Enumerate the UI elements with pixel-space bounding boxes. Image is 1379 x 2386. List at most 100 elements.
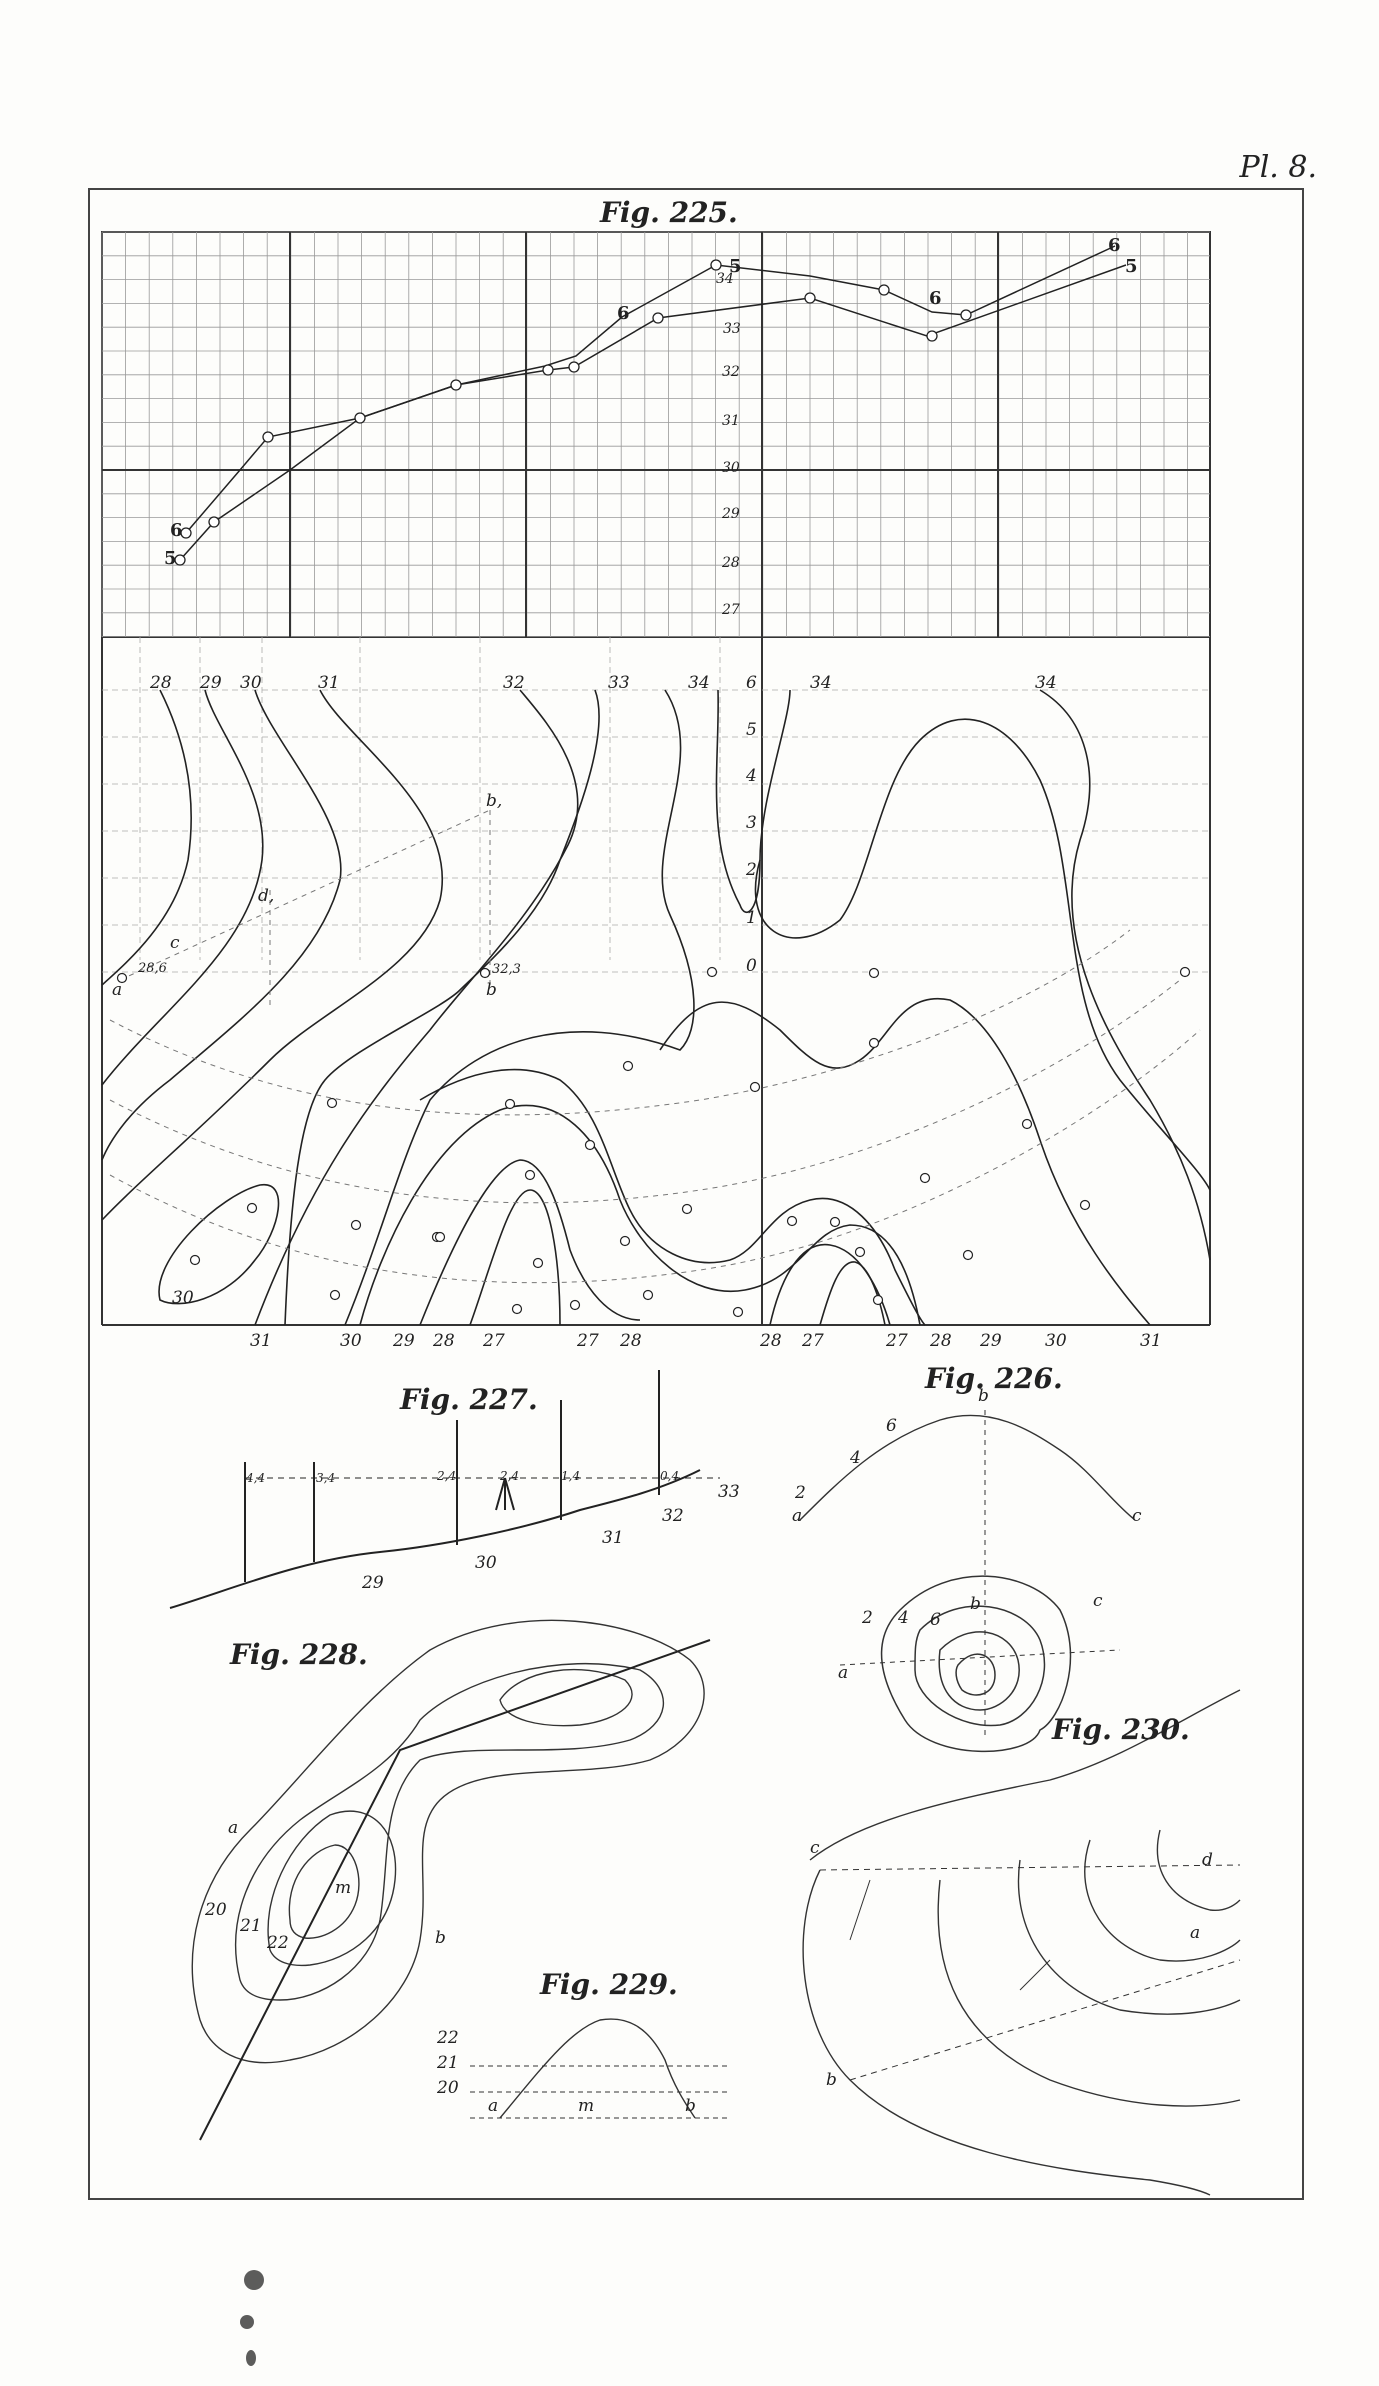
fig225-value-a: 28,6	[138, 961, 167, 976]
fig225-contour-lines	[101, 689, 1211, 1326]
fig225-title: Fig. 225.	[600, 196, 738, 229]
profile-scale-label: 27	[722, 602, 740, 618]
contour-label: 28	[760, 1331, 782, 1351]
contour-label: 28	[620, 1331, 642, 1351]
fig230-label-d: d	[1202, 1850, 1213, 1870]
fig226-plan-2: 2	[862, 1608, 873, 1628]
pole-value: 0,4	[660, 1469, 680, 1483]
fig229-section	[470, 2018, 730, 2119]
fig226-profile-6: 6	[886, 1416, 897, 1436]
contour-label: 30	[1045, 1331, 1067, 1351]
fig225-plan-stations	[116, 966, 1191, 1318]
fig230-contours	[802, 1689, 1241, 2196]
fig225-series-marker: 5	[164, 548, 177, 569]
fig225-value-b: 32,3	[492, 962, 521, 977]
fig226-profile-c: c	[1132, 1506, 1142, 1526]
fig225-series-marker: 6	[929, 288, 942, 309]
fig229-title: Fig. 229.	[540, 1968, 678, 2001]
fig230-label-c: c	[810, 1838, 820, 1858]
fig229-point-m: m	[578, 2096, 595, 2116]
fig228-label-20: 20	[205, 1900, 227, 1920]
fig225-station-arcs	[109, 809, 1201, 1284]
contour-label: 29	[200, 673, 222, 693]
ink-blot	[240, 2315, 254, 2329]
ground-label: 29	[362, 1573, 384, 1593]
fig228-label-22: 22	[267, 1933, 289, 1953]
fig225-low-label: 30	[172, 1288, 194, 1308]
profile-scale-label: 34	[716, 271, 734, 287]
fig226-plan-a: a	[838, 1663, 849, 1683]
ground-label: 33	[718, 1482, 740, 1502]
contour-label: 30	[340, 1331, 362, 1351]
fig226-profile-2: 2	[795, 1483, 806, 1503]
fig225-point-d: d,	[258, 886, 275, 906]
contour-label: 33	[608, 673, 630, 693]
ground-label: 32	[662, 1506, 684, 1526]
profile-scale-label: 28	[722, 555, 740, 571]
fig225-series-marker: 6	[617, 303, 630, 324]
fig225-series-marker: 6	[170, 520, 183, 541]
fig225-profile-line-6	[185, 245, 1116, 534]
fig225-series-marker: 5	[729, 256, 742, 277]
fig228-label-21: 21	[240, 1916, 262, 1936]
fig228-contours	[191, 1619, 711, 2141]
fig226-profile-b: b	[978, 1386, 989, 1406]
pole-value: 4,4	[246, 1471, 266, 1485]
fig226-plan-b: b	[970, 1594, 981, 1614]
pole-value: 1,4	[561, 1469, 581, 1483]
contour-label: 32	[503, 673, 525, 693]
vertical-scale-label: 5	[746, 720, 757, 740]
contour-label: 31	[1140, 1331, 1162, 1351]
fig226-plan-c: c	[1093, 1591, 1103, 1611]
fig226-profile-a: a	[792, 1506, 803, 1526]
vertical-scale-label: 6	[746, 673, 757, 693]
contour-label: 27	[577, 1331, 599, 1351]
vertical-scale-label: 1	[746, 908, 757, 928]
plate-number: Pl. 8.	[1239, 150, 1317, 185]
fig226-title: Fig. 226.	[925, 1362, 1063, 1395]
plate-frame	[88, 188, 1304, 2200]
contour-label: 30	[240, 673, 262, 693]
fig225-profile-line-5	[179, 264, 1127, 561]
fig228-label-b: b	[435, 1928, 446, 1948]
ink-blot	[246, 2350, 256, 2366]
fig226-plan-4: 4	[898, 1608, 909, 1628]
profile-scale-label: 29	[722, 506, 740, 522]
vertical-scale-label: 2	[746, 860, 757, 880]
contour-label: 34	[810, 673, 832, 693]
fig226-profile-4: 4	[850, 1448, 861, 1468]
ground-label: 31	[602, 1528, 624, 1548]
profile-scale-label: 30	[722, 460, 740, 476]
fig228-label-m: m	[335, 1878, 352, 1898]
contour-label: 28	[930, 1331, 952, 1351]
contour-label: 34	[1035, 673, 1057, 693]
pole-value: 2,4	[437, 1469, 457, 1483]
fig225-point-c: c	[170, 933, 180, 953]
fig229-point-b: b	[685, 2096, 696, 2116]
fig225-profile-stations	[174, 259, 972, 566]
fig230-title: Fig. 230.	[1052, 1713, 1190, 1746]
fig229-level-21: 21	[437, 2053, 459, 2073]
contour-label: 27	[802, 1331, 824, 1351]
contour-label: 27	[886, 1331, 908, 1351]
fig225-point-b: b	[486, 980, 497, 1000]
fig227-section	[169, 1370, 720, 1609]
fig226-plan	[839, 1560, 1121, 1753]
fig229-point-a: a	[488, 2096, 499, 2116]
vertical-scale-label: 0	[746, 956, 757, 976]
vertical-scale-label: 4	[746, 766, 757, 786]
contour-label: 29	[980, 1331, 1002, 1351]
fig228-title: Fig. 228.	[230, 1638, 368, 1671]
fig225-profile-grid	[101, 231, 1211, 1325]
fig225-point-a: a	[112, 980, 123, 1000]
contour-label: 28	[433, 1331, 455, 1351]
pole-value: 3,4	[316, 1471, 336, 1485]
ground-label: 30	[475, 1553, 497, 1573]
profile-scale-label: 33	[723, 321, 741, 337]
fig226-profile	[799, 1410, 1136, 1620]
vertical-scale-label: 3	[746, 813, 757, 833]
fig225-series-marker: 6	[1108, 235, 1121, 256]
contour-label: 31	[250, 1331, 272, 1351]
profile-scale-label: 32	[722, 364, 740, 380]
